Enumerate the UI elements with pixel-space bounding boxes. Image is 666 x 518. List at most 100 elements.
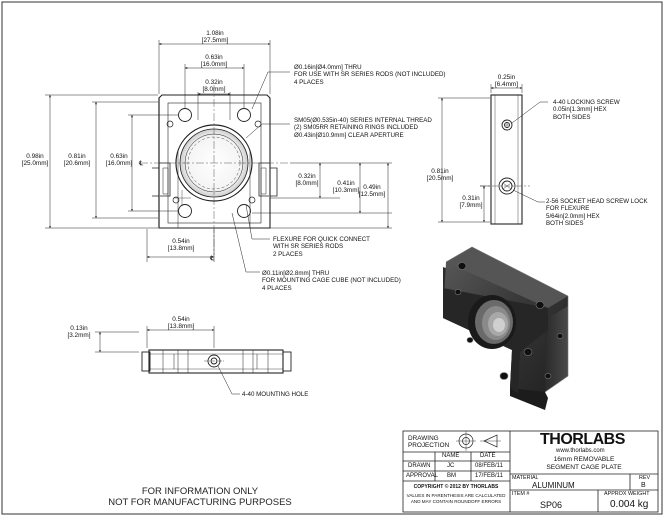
col-name-header: NAME [442,453,460,459]
front-view [140,85,290,255]
dim-value: 0.63in [110,153,128,160]
dim-height-mid: 0.81in [20.6mm] [61,153,93,168]
note-rod-holes: Ø0.16in[Ø4.0mm] THRU FOR USE WITH SR SER… [294,64,446,86]
approval-label: APPROVAL [406,473,438,479]
note-line: VALUES IN PARENTHESIS ARE CALCULATED [406,493,506,498]
note-line: 4-40 LOCKING SCREW [553,99,620,106]
weight-value: 0.004 kg [610,499,649,510]
note-line: 0.05in[1.3mm] HEX [553,106,607,114]
dim-inner-spacing: 0.32in [8.0mm] [196,79,232,94]
dim-bottom-width: 0.54in [13.8mm] [163,316,199,331]
rev-value: B [641,482,646,489]
dim-value: 0.98in [26,153,44,160]
dim-value: 0.41in [337,180,355,187]
dim-value-mm: [10.3mm] [332,187,360,195]
note-flexure: FLEXURE FOR QUICK CONNECT WITH SR SERIES… [273,236,370,258]
dim-bottom: 0.54in [13.8mm] [163,238,199,253]
dim-value: 0.25in [497,74,516,81]
dim-value: 0.31in [462,195,480,202]
dim-value-mm: [16.0mm] [105,160,133,168]
dim-value: 0.13in [70,325,88,332]
title-block-grid [402,430,659,513]
label-line: DRAWING [408,435,439,442]
note-line: 4 PLACES [262,284,292,292]
dim-side-height: 0.81in [20.5mm] [424,168,456,183]
description-line: SEGMENT CAGE PLATE [546,463,622,471]
thorlabs-logo: THORLABS [540,431,625,448]
centerline-mark: ℄ [139,160,144,167]
note-line: (2) SM05RR RETAINING RINGS INCLUDED [294,124,418,132]
approval-date: 17/FEB/11 [475,473,503,479]
note-line: SM05(Ø0.535in-40) SERIES INTERNAL THREAD [294,117,432,124]
drawn-date: 08/FEB/11 [475,463,503,469]
side-view [480,94,530,225]
dim-value-mm: [20.5mm] [426,175,454,183]
dim-value-mm: [7.9mm] [459,202,483,210]
dim-height-inner: 0.63in [16.0mm] [103,153,135,168]
note-mounting-hole: 4-40 MOUNTING HOLE [242,391,309,398]
dim-value: 0.81in [68,153,86,160]
note-line: FLEXURE FOR QUICK CONNECT [273,236,370,243]
dim-value-mm: [12.5mm] [358,191,386,199]
label-line: PROJECTION [408,442,450,449]
col-date-header: DATE [480,453,496,459]
dim-value: 0.63in [205,54,223,61]
drawing-projection-label: DRAWING PROJECTION [408,435,449,449]
bottom-view [141,349,292,374]
note-line: Ø0.11in[Ø2.8mm] THRU [262,270,330,277]
disclaimer: FOR INFORMATION ONLY NOT FOR MANUFACTURI… [95,486,305,508]
note-socket-screw: 2-56 SOCKET HEAD SCREW LOCK FOR FLEXURE … [546,198,648,227]
note-thread: SM05(Ø0.535in-40) SERIES INTERNAL THREAD… [294,117,432,139]
rev-label: REV [639,475,651,481]
centerline-mark-bottom: ℄ [210,255,215,262]
dim-value-mm: [27.5mm] [201,37,229,45]
dim-value-mm: [3.2mm] [67,332,91,340]
dim-right-c: 0.49in [12.5mm] [356,184,388,199]
dim-value: 0.32in [205,79,223,86]
dim-side-screw: 0.31in [7.9mm] [456,195,486,210]
dim-right-a: 0.32in [8.0mm] [291,173,323,188]
disclaimer-line: FOR INFORMATION ONLY [141,486,259,497]
dim-value-mm: [25.0mm] [21,160,49,168]
note-line: 2-56 SOCKET HEAD SCREW LOCK [546,198,648,205]
dim-right-b: 0.41in [10.3mm] [330,180,362,195]
weight-label: APPROX WEIGHT [604,491,650,497]
note-line: FOR MOUNTING CAGE CUBE (NOT INCLUDED) [262,277,401,285]
dim-value-mm: [16.0mm] [200,61,228,69]
dim-value: 0.81in [431,168,449,175]
dim-value-mm: [8.0mm] [295,180,319,188]
item-number: SP06 [540,500,563,510]
dim-value-mm: [20.6mm] [63,160,91,168]
note-line: WITH SR SERIES RODS [273,243,344,251]
material-label: MATERIAL [512,475,539,481]
note-line: BOTH SIDES [553,113,591,121]
material-value: ALUMINUM [532,481,575,490]
note-cage-holes: Ø0.11in[Ø2.8mm] THRU FOR MOUNTING CAGE C… [262,270,401,292]
dim-bottom-thickness: 0.13in [3.2mm] [63,325,95,340]
note-line: 4 PLACES [294,78,324,86]
drawn-name: JC [447,463,455,469]
note-line: 5/64in[2.0mm] HEX [546,212,600,220]
drawn-label: DRAWN [408,463,431,469]
dim-rod-spacing: 0.63in [16.0mm] [196,54,232,69]
values-note: VALUES IN PARENTHESIS ARE CALCULATED AND… [406,493,506,505]
dim-value-mm: [13.8mm] [167,323,195,331]
item-label: ITEM # [512,491,530,497]
note-line: AND MAY CONTAIN ROUNDOFF ERRORS [410,499,502,504]
note-line: 2 PLACES [273,250,303,258]
dim-width-total: 1.08in [27.5mm] [197,30,233,45]
dim-value: 0.54in [172,238,190,245]
dim-value: 0.32in [298,173,316,180]
isometric-render [443,246,569,410]
disclaimer-line: NOT FOR MANUFACTURING PURPOSES [108,497,292,508]
copyright: COPYRIGHT © 2012 BY THORLABS [413,484,499,490]
dim-value: 0.49in [363,184,381,191]
note-line: Ø0.43in[Ø10.9mm] CLEAR APERTURE [294,131,404,139]
approval-name: BM [447,473,456,479]
projection-symbol-icon [456,431,501,451]
note-line: Ø0.16in[Ø4.0mm] THRU [294,64,362,71]
note-line: FOR FLEXURE [546,205,590,213]
dim-side-thickness: 0.25in [6.4mm] [491,74,522,89]
